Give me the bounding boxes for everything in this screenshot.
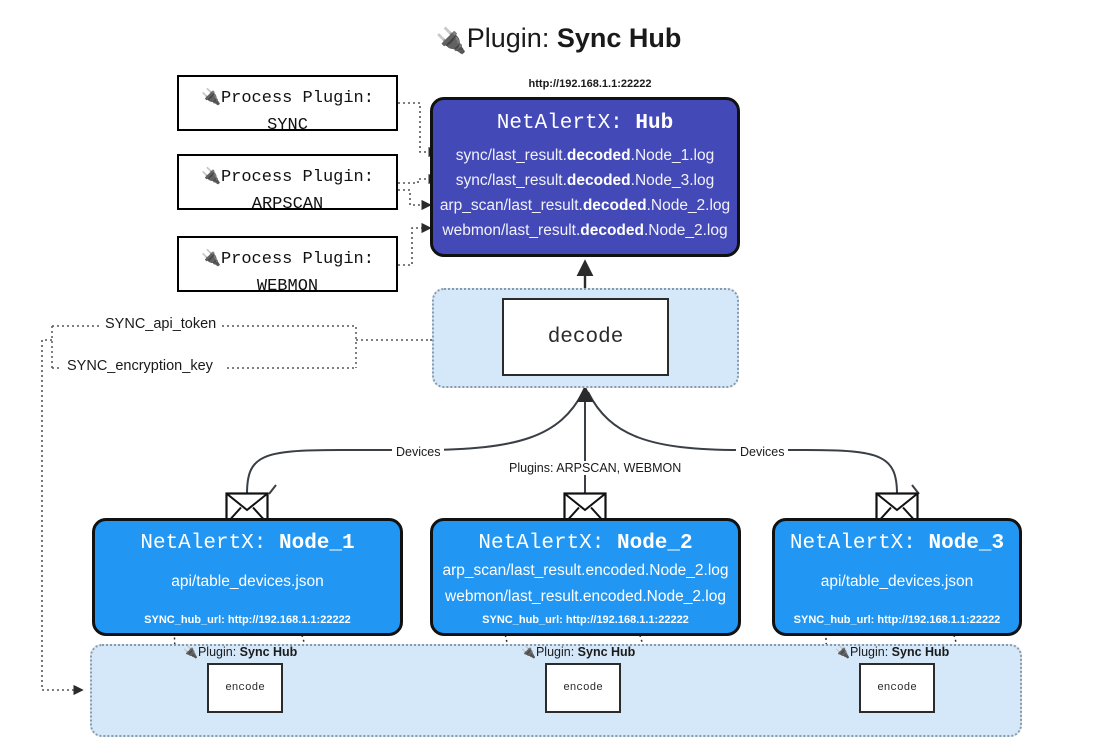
hub-log-line: sync/last_result.decoded.Node_3.log [455,172,715,189]
node-1-footer: SYNC_hub_url: http://192.168.1.1:22222 [144,614,351,626]
node-3-title: NetAlertX: Node_3 [789,532,1005,555]
encode-box-2[interactable]: encode [545,663,621,713]
hub-title-name: Hub [635,112,674,135]
process-plugin-sync-line1: 🔌Process Plugin: [201,87,374,108]
plug-icon: 🔌 [183,645,198,659]
node-2-title: NetAlertX: Node_2 [478,532,693,555]
decode-label: decode [547,325,624,349]
hub-title-prefix: NetAlertX: [496,112,623,135]
process-plugin-arpscan-line1: 🔌Process Plugin: [201,166,374,187]
sync-api-token-label: SYNC_api_token [100,316,222,332]
hub-log-line: arp_scan/last_result.decoded.Node_2.log [439,197,731,214]
plug-icon: 🔌 [835,645,850,659]
edge-label-devices-right: Devices [736,445,789,459]
node-2-line: webmon/last_result.encoded.Node_2.log [445,588,726,605]
node-3-line: api/table_devices.json [820,573,974,590]
page-title-name: Sync Hub [556,23,682,53]
encode-label: encode [563,682,603,694]
node-box-node-2[interactable]: NetAlertX: Node_2 arp_scan/last_result.e… [430,518,741,636]
process-plugin-arpscan-line2: ARPSCAN [251,195,324,214]
encode-label: encode [877,682,917,694]
decode-box[interactable]: decode [502,298,669,376]
node-box-node-1[interactable]: NetAlertX: Node_1 api/table_devices.json… [92,518,403,636]
encode-plugin-tag-3: 🔌Plugin: Sync Hub [835,645,950,659]
plug-icon: 🔌 [521,645,536,659]
node-1-title: NetAlertX: Node_1 [140,532,355,555]
plug-icon: 🔌 [201,87,221,106]
node-2-line: arp_scan/last_result.encoded.Node_2.log [442,562,729,579]
hub-title: NetAlertX: Hub [433,112,737,135]
node-box-node-3[interactable]: NetAlertX: Node_3 api/table_devices.json… [772,518,1022,636]
hub-log-line: webmon/last_result.decoded.Node_2.log [442,222,728,239]
page-title-prefix: Plugin: [466,23,550,53]
node-2-footer: SYNC_hub_url: http://192.168.1.1:22222 [482,614,689,626]
encode-plugin-tag-2: 🔌Plugin: Sync Hub [521,645,636,659]
plug-icon: 🔌 [201,248,221,267]
edge-label-plugins-center: Plugins: ARPSCAN, WEBMON [505,461,686,475]
node-1-line: api/table_devices.json [171,573,324,590]
process-plugin-box-arpscan[interactable]: 🔌Process Plugin: ARPSCAN [177,154,398,214]
hub-log-line: sync/last_result.decoded.Node_1.log [455,147,715,164]
process-plugin-webmon-line2: WEBMON [256,277,319,296]
process-plugin-box-sync[interactable]: 🔌Process Plugin: SYNC [177,75,398,135]
plug-icon: 🔌 [201,166,221,185]
encode-plugin-tag-1: 🔌Plugin: Sync Hub [183,645,298,659]
hub-url-label: http://192.168.1.1:22222 [528,78,652,90]
plug-icon: 🔌 [435,27,467,55]
encode-box-3[interactable]: encode [859,663,935,713]
sync-encryption-key-label: SYNC_encryption_key [62,358,218,374]
process-plugin-box-webmon[interactable]: 🔌Process Plugin: WEBMON [177,236,398,296]
page-title: 🔌Plugin: Sync Hub [0,16,1117,63]
edge-label-devices-left: Devices [392,445,445,459]
hub-box[interactable]: NetAlertX: Hub sync/last_result.decoded.… [430,97,740,257]
encode-box-1[interactable]: encode [207,663,283,713]
process-plugin-sync-line2: SYNC [267,116,308,135]
encode-label: encode [225,682,265,694]
node-3-footer: SYNC_hub_url: http://192.168.1.1:22222 [793,614,1001,626]
process-plugin-webmon-line1: 🔌Process Plugin: [201,248,374,269]
